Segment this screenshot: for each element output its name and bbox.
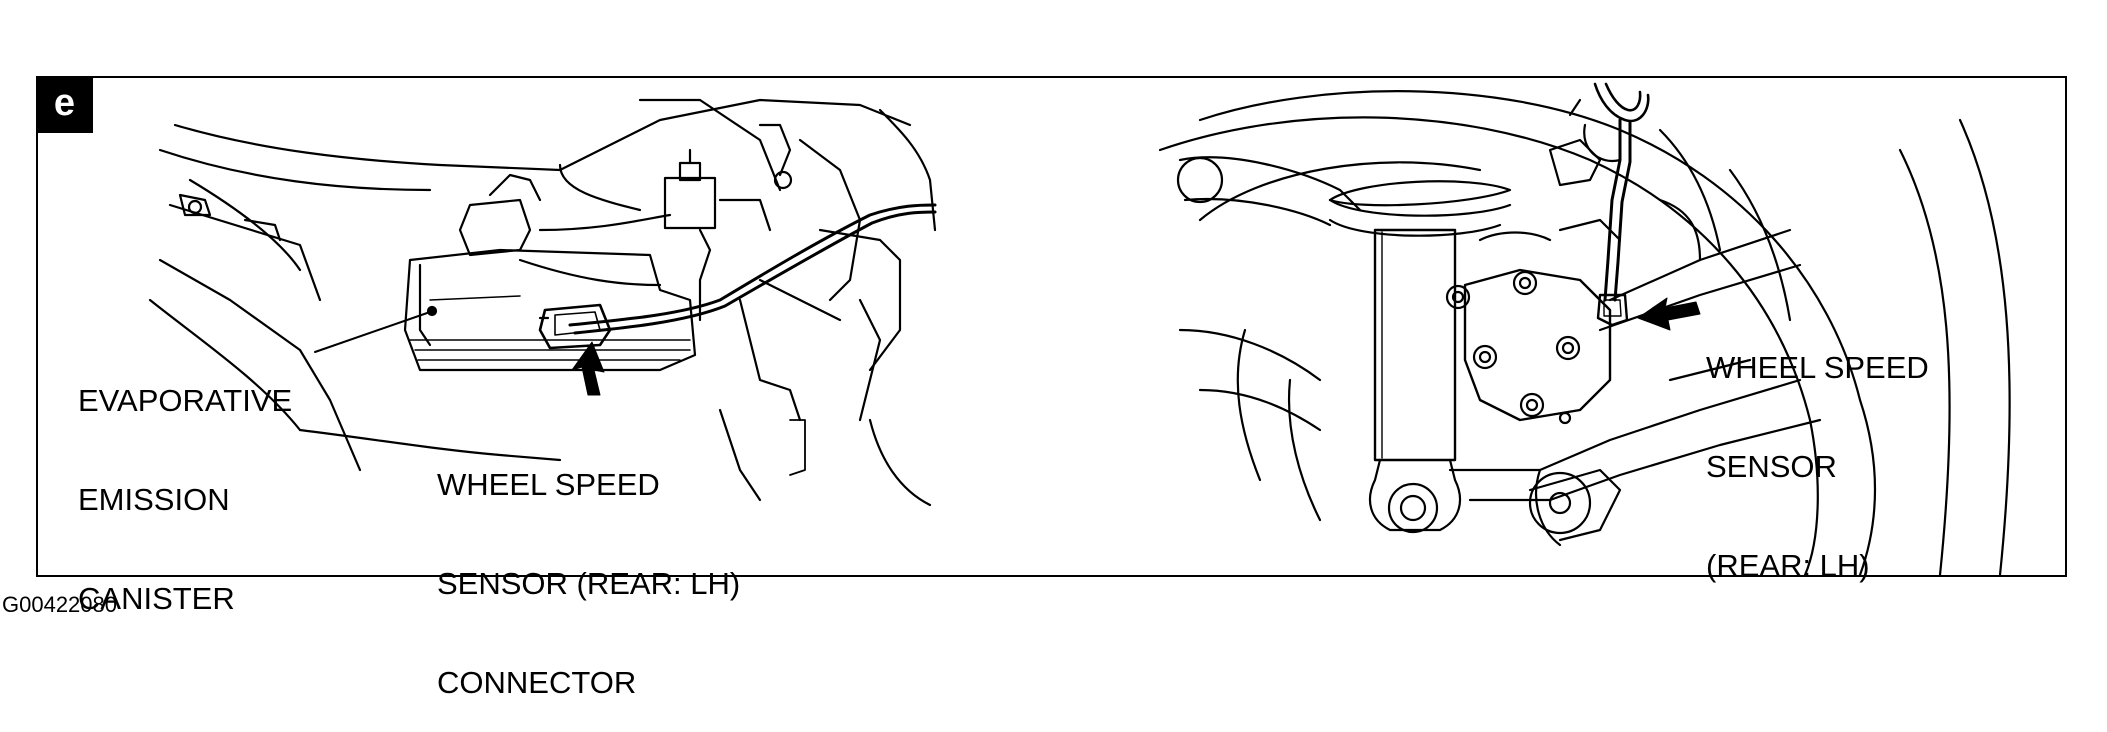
connector-label-line-3: CONNECTOR [437, 665, 637, 700]
canister-label-line-1: EVAPORATIVE [78, 383, 293, 418]
panel-letter-badge: e [36, 76, 93, 133]
sensor-label-line-2: SENSOR [1706, 449, 1837, 484]
line-illustration [148, 82, 2011, 575]
sensor-label-line-3: (REAR: LH) [1706, 548, 1870, 583]
canister-label: EVAPORATIVE EMISSION CANISTER [78, 318, 292, 648]
sensor-label: WHEEL SPEED SENSOR (REAR: LH) [1706, 285, 1929, 615]
connector-label-line-2: SENSOR (REAR: LH) [437, 566, 741, 601]
canister-label-line-2: EMISSION [78, 482, 230, 517]
figure-code: G00422080 [2, 592, 117, 617]
sensor-label-line-1: WHEEL SPEED [1706, 350, 1929, 385]
figure-frame [36, 76, 2067, 577]
right-suspension-drawing [1158, 82, 2011, 575]
canister-label-line-3: CANISTER [78, 581, 235, 616]
left-underbody-drawing [148, 98, 937, 507]
connector-label-line-1: WHEEL SPEED [437, 467, 660, 502]
connector-label: WHEEL SPEED SENSOR (REAR: LH) CONNECTOR [437, 402, 740, 732]
